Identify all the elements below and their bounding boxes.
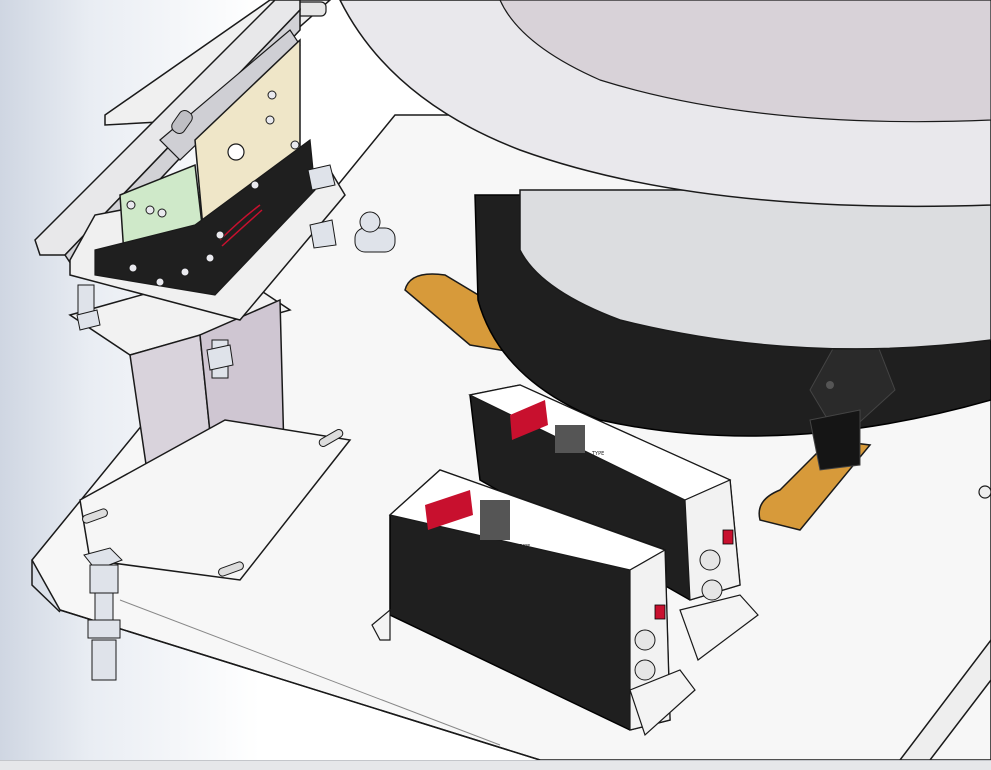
controller-rear-type-label: TYPE — [591, 451, 604, 457]
vibratory-bowl-feeder — [339, 0, 991, 531]
controller-front-type-label: TYPE — [517, 544, 530, 550]
controller-front: TYPE — [371, 469, 696, 737]
linear-feeder-rail — [34, 0, 346, 379]
mounting-bolt — [354, 211, 396, 253]
leveling-foot — [83, 547, 123, 681]
controller-rear: TYPE — [468, 384, 759, 661]
status-bar — [0, 760, 991, 770]
